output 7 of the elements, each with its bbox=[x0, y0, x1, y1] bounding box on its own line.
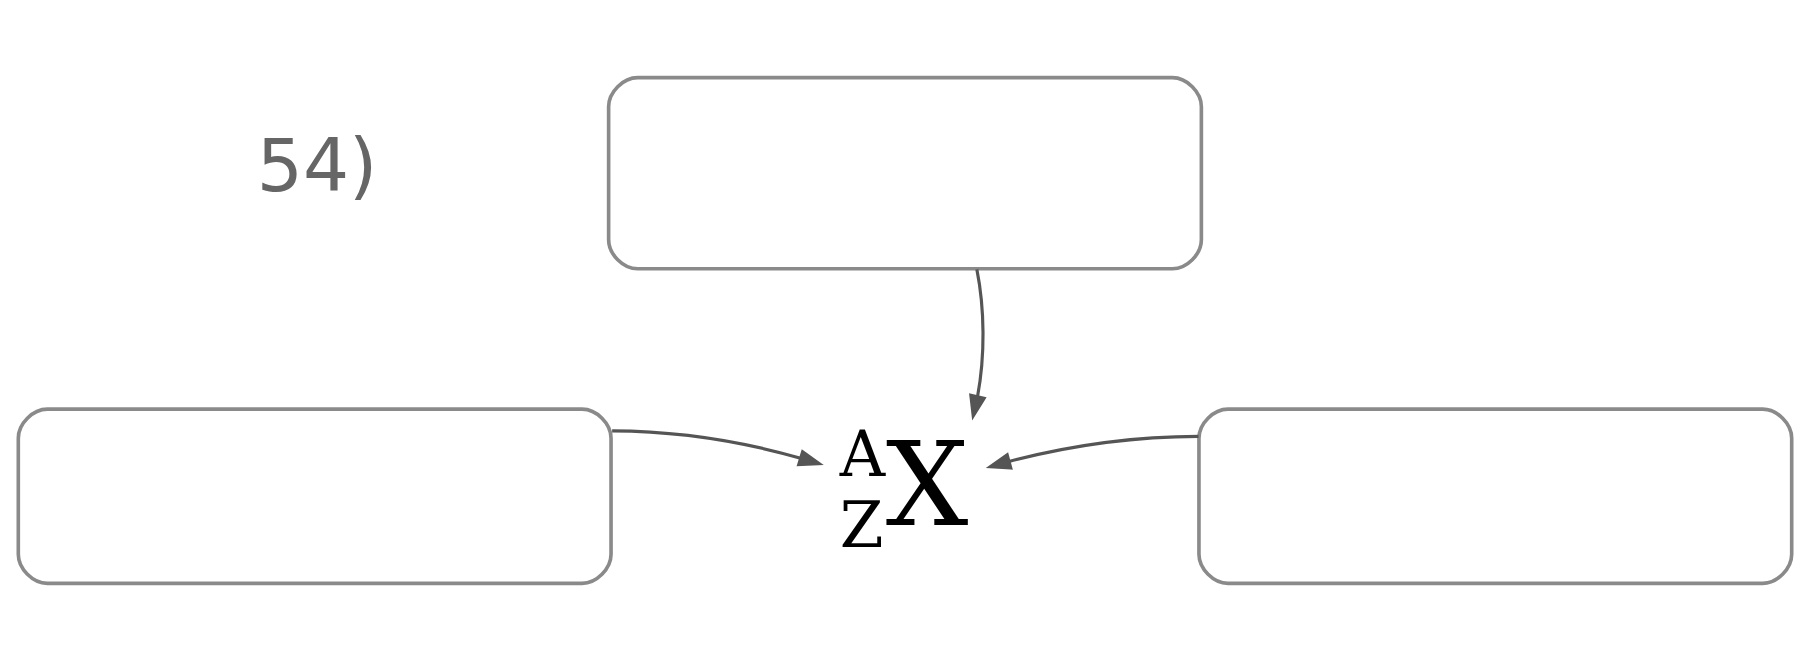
arrow bbox=[969, 269, 987, 421]
node-box bbox=[1197, 407, 1794, 586]
arrow bbox=[612, 429, 824, 467]
arrow bbox=[985, 434, 1199, 470]
label: 54) bbox=[256, 124, 378, 209]
node-box bbox=[16, 407, 613, 586]
node-box bbox=[606, 75, 1204, 271]
